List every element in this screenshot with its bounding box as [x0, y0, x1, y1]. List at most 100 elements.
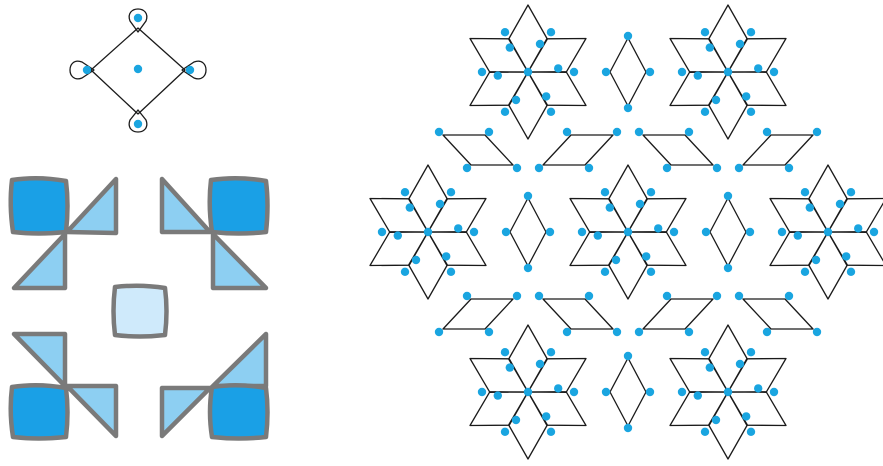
- star-dot: [536, 40, 544, 48]
- star-dot: [401, 188, 409, 196]
- rhombus-dot: [624, 352, 632, 360]
- rhombus-dot: [624, 104, 632, 112]
- star-petal: [809, 165, 847, 232]
- star-center-dot: [624, 228, 632, 236]
- star-dot: [606, 203, 614, 211]
- rhombus-dot: [546, 228, 554, 236]
- parallelogram-dot: [463, 292, 471, 300]
- star-dot: [806, 203, 814, 211]
- star-petal: [509, 5, 547, 72]
- parallelogram-dot: [713, 164, 721, 172]
- tile-bl-triangle-right: [67, 386, 116, 436]
- star-dot: [706, 43, 714, 51]
- star-dot: [701, 348, 709, 356]
- parallelogram-dot: [813, 128, 821, 136]
- star-center-dot: [824, 228, 832, 236]
- star-petal: [709, 392, 747, 459]
- star-dot: [594, 231, 602, 239]
- star-dot: [501, 348, 509, 356]
- tile-tl-triangle-right: [67, 179, 116, 233]
- star-dot: [501, 108, 509, 116]
- parallelogram-dot: [685, 328, 693, 336]
- parallelogram: [543, 135, 613, 165]
- tile-bl-triangle-top: [14, 334, 65, 386]
- star-dot: [812, 256, 820, 264]
- tile-tr-big-square: [210, 178, 268, 233]
- star-dot: [642, 252, 650, 260]
- parallelogram-dot: [563, 128, 571, 136]
- star-dot: [601, 268, 609, 276]
- parallelogram-dot: [613, 128, 621, 136]
- star-and-rhombus-dot-kolam: [370, 5, 883, 459]
- parallelogram-dot: [563, 328, 571, 336]
- star-dot: [794, 231, 802, 239]
- parallelogram-dot: [785, 292, 793, 300]
- parallelogram-dot: [585, 292, 593, 300]
- star-dot: [478, 388, 486, 396]
- star-petal: [470, 39, 528, 73]
- rhombus-dot: [624, 32, 632, 40]
- star-dot: [412, 256, 420, 264]
- star-dot: [770, 388, 778, 396]
- star-dot: [547, 28, 555, 36]
- star-center-dot: [724, 388, 732, 396]
- rhombus-dot: [602, 388, 610, 396]
- parallelogram-dot: [463, 164, 471, 172]
- star-dot: [570, 68, 578, 76]
- star-petal: [509, 392, 547, 459]
- star-dot: [694, 71, 702, 79]
- star-dot: [536, 360, 544, 368]
- rhombus-dot: [724, 264, 732, 272]
- star-center-dot: [524, 388, 532, 396]
- parallelogram-dot: [735, 164, 743, 172]
- parallelogram-dot: [535, 292, 543, 300]
- star-dot: [712, 96, 720, 104]
- rhombus-dot: [524, 264, 532, 272]
- star-dot: [736, 40, 744, 48]
- star-dot: [747, 428, 755, 436]
- parallelogram-dot: [613, 328, 621, 336]
- vertical-rhombus: [710, 198, 746, 266]
- tile-tl-big-square: [11, 178, 68, 233]
- rhombus-dot: [624, 424, 632, 432]
- star-petal: [709, 325, 747, 392]
- star-dot: [554, 64, 562, 72]
- star-dot: [394, 231, 402, 239]
- star-dot: [501, 28, 509, 36]
- star-petal: [509, 325, 547, 392]
- vertical-rhombus: [510, 198, 546, 266]
- star-dot: [470, 228, 478, 236]
- star-dot: [506, 363, 514, 371]
- star-dot: [870, 228, 878, 236]
- rhombus-dot: [502, 228, 510, 236]
- star-dot: [694, 391, 702, 399]
- star-petal: [609, 232, 647, 299]
- rhombus-dot: [646, 68, 654, 76]
- star-dot: [401, 268, 409, 276]
- star-dot: [512, 96, 520, 104]
- star-petal: [528, 72, 586, 106]
- star-center-dot: [724, 68, 732, 76]
- rhombus-dot: [746, 228, 754, 236]
- star-dot: [678, 68, 686, 76]
- star-dot: [478, 68, 486, 76]
- star-dot: [601, 188, 609, 196]
- star-dot: [801, 268, 809, 276]
- tile-br-big-square: [210, 385, 268, 438]
- star-petal: [670, 39, 728, 73]
- parallelogram-dot: [513, 292, 521, 300]
- parallelogram-dot: [785, 164, 793, 172]
- parallelogram: [643, 135, 713, 165]
- star-dot: [847, 188, 855, 196]
- star-dot: [612, 256, 620, 264]
- motif-dot-bottom: [134, 120, 142, 128]
- star-dot: [754, 384, 762, 392]
- parallelogram: [743, 299, 813, 329]
- star-petal: [609, 165, 647, 232]
- star-dot: [770, 68, 778, 76]
- star-petal: [470, 359, 528, 393]
- parallelogram: [443, 299, 513, 329]
- star-dot: [736, 360, 744, 368]
- parallelogram-dot: [663, 164, 671, 172]
- parallelogram-dot: [813, 328, 821, 336]
